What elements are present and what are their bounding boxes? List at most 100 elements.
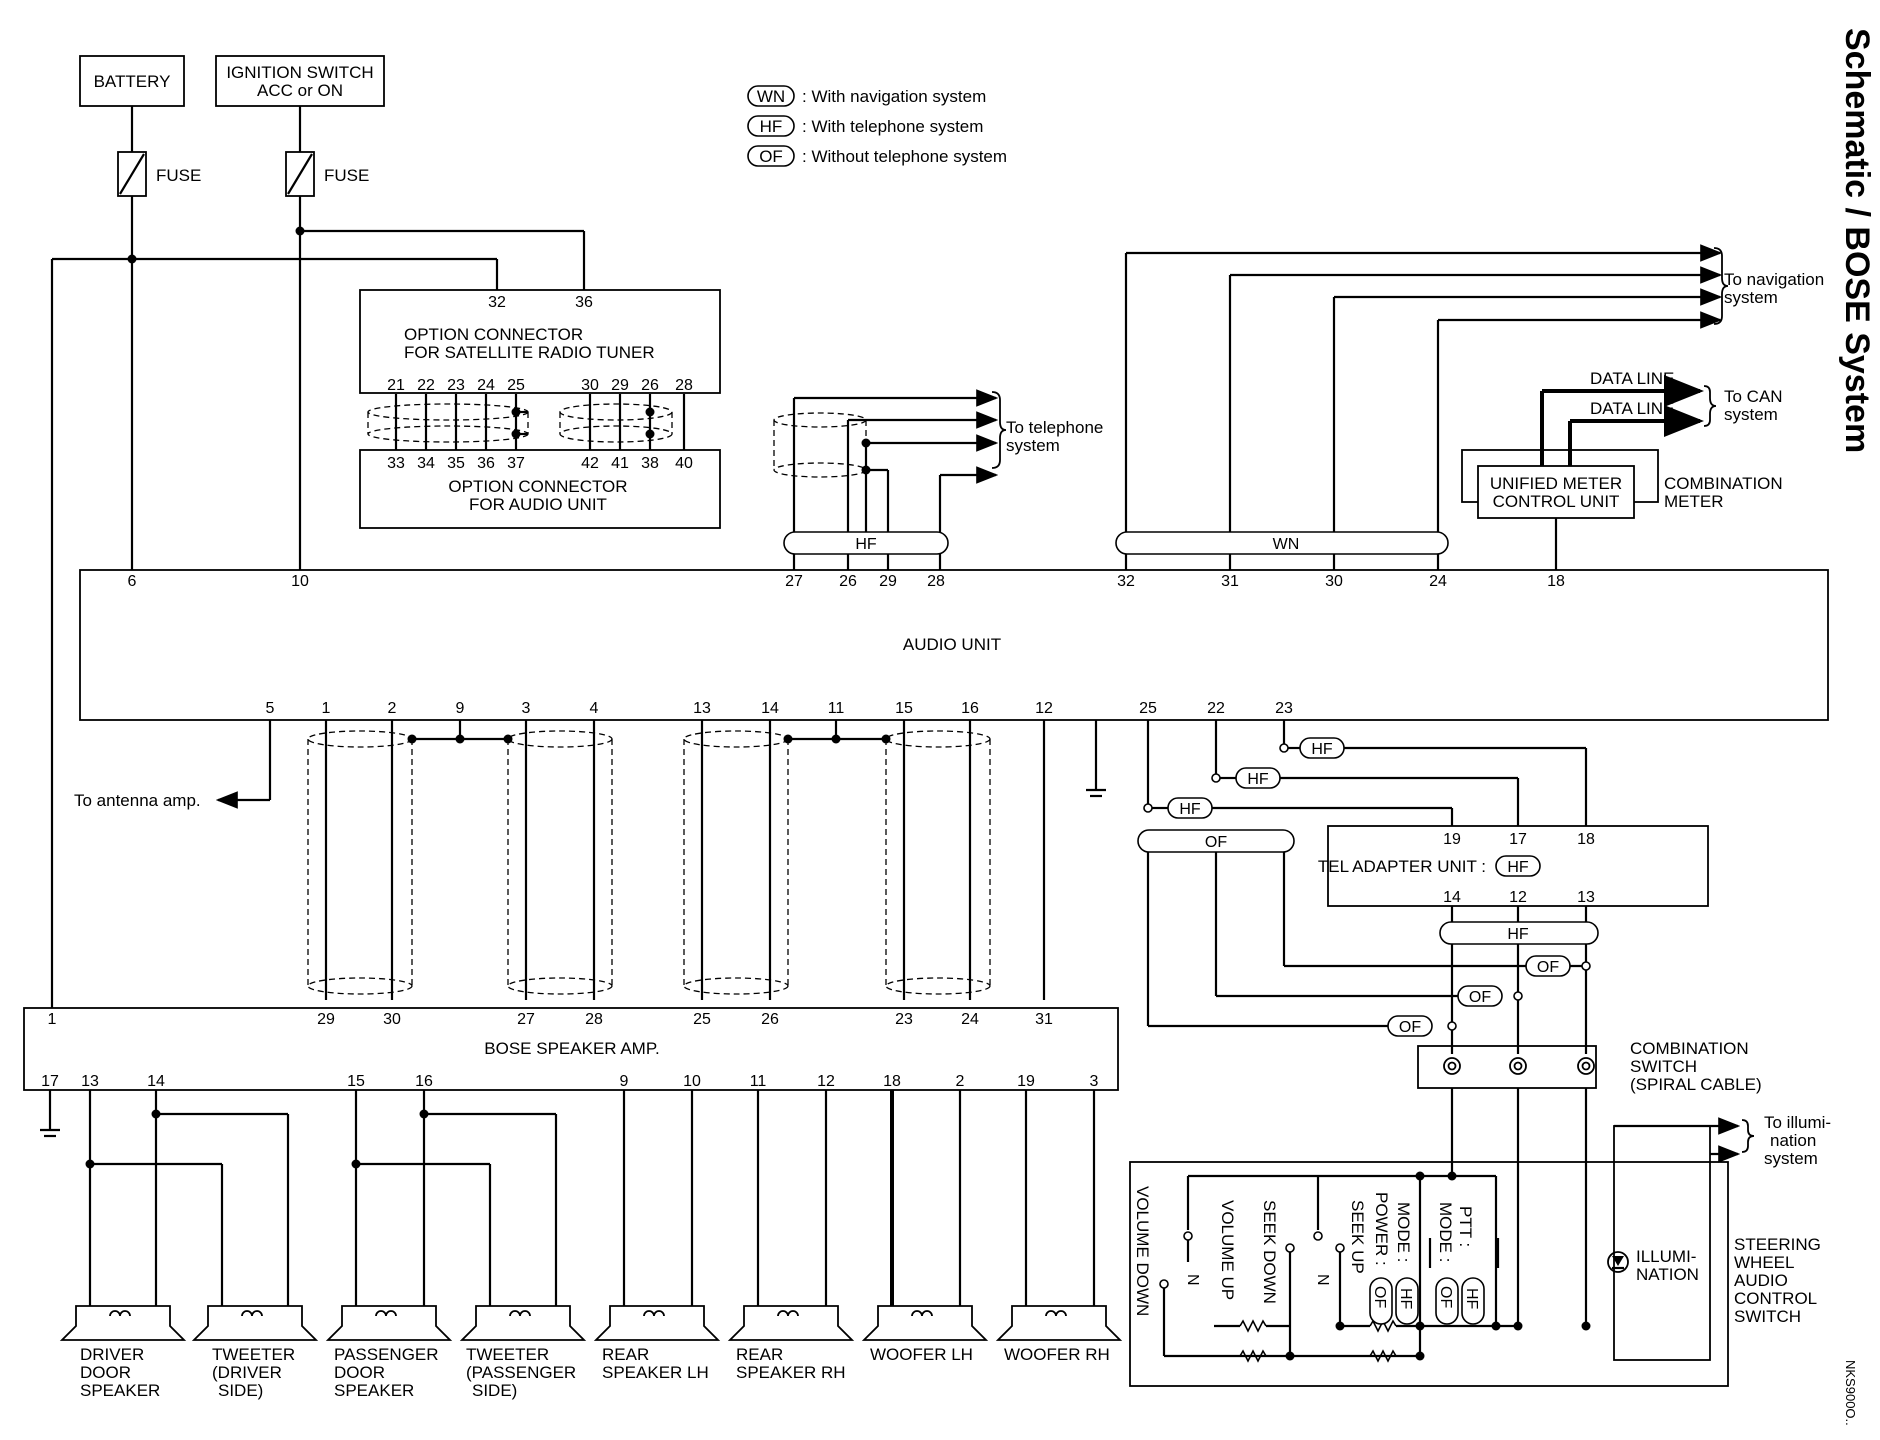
svg-text:OF: OF: [759, 147, 783, 166]
svg-text:14: 14: [761, 700, 779, 717]
svg-text:28: 28: [585, 1011, 603, 1028]
svg-text:system: system: [1724, 288, 1778, 307]
audio-unit: AUDIO UNIT 6 10 27 26 29 28 32 31 30 24 …: [79, 569, 1829, 721]
svg-text:WHEEL: WHEEL: [1734, 1253, 1794, 1272]
svg-text:18: 18: [1547, 573, 1565, 590]
svg-text:system: system: [1006, 436, 1060, 455]
svg-text:25: 25: [507, 377, 525, 394]
svg-text:35: 35: [447, 455, 465, 472]
svg-text:N: N: [1314, 1274, 1331, 1286]
antenna-output: To antenna amp.: [74, 720, 272, 810]
svg-text:28: 28: [675, 377, 693, 394]
svg-text:28: 28: [927, 573, 945, 590]
speaker-tweeter-passenger: TWEETER (PASSENGER SIDE): [459, 1305, 587, 1400]
svg-text:To CAN: To CAN: [1724, 387, 1783, 406]
svg-text:6: 6: [128, 573, 137, 590]
svg-text:BATTERY: BATTERY: [94, 72, 171, 91]
svg-text:CONTROL: CONTROL: [1734, 1289, 1817, 1308]
svg-text:24: 24: [961, 1011, 979, 1028]
svg-text:HF: HF: [855, 536, 877, 553]
svg-text:WOOFER LH: WOOFER LH: [870, 1345, 973, 1364]
svg-text:22: 22: [417, 377, 435, 394]
svg-text:TWEETER: TWEETER: [212, 1345, 295, 1364]
svg-text:31: 31: [1221, 573, 1239, 590]
svg-text:HF: HF: [1179, 801, 1201, 818]
svg-text:26: 26: [839, 573, 857, 590]
svg-text:To navigation: To navigation: [1724, 270, 1824, 289]
speaker-rear-lh: REAR SPEAKER LH: [593, 1305, 721, 1382]
svg-text:SPEAKER: SPEAKER: [80, 1381, 160, 1400]
svg-text:19: 19: [1443, 831, 1461, 848]
svg-text:WN: WN: [757, 87, 785, 106]
legend: WN : With navigation system HF : With te…: [747, 85, 1007, 167]
diagram-title: Schematic / BOSE System: [1838, 28, 1876, 453]
svg-text:3: 3: [1090, 1073, 1099, 1090]
svg-text:17: 17: [41, 1073, 59, 1090]
telephone-wires: To telephone system HF: [773, 389, 1103, 570]
svg-text:PTT :: PTT :: [1456, 1206, 1475, 1247]
svg-text:To telephone: To telephone: [1006, 418, 1103, 437]
svg-text:system: system: [1764, 1149, 1818, 1168]
svg-text:1: 1: [322, 700, 331, 717]
svg-text:42: 42: [581, 455, 599, 472]
svg-text:WOOFER RH: WOOFER RH: [1004, 1345, 1110, 1364]
svg-text:NATION: NATION: [1636, 1265, 1699, 1284]
svg-text:HF: HF: [760, 117, 783, 136]
svg-text:24: 24: [1429, 573, 1447, 590]
speaker-passenger-door: PASSENGER DOOR SPEAKER: [325, 1305, 453, 1400]
speaker-signal-wires: [307, 720, 1046, 1000]
svg-text:27: 27: [517, 1011, 535, 1028]
svg-text:HF: HF: [1507, 926, 1529, 943]
svg-text:(SPIRAL CABLE): (SPIRAL CABLE): [1630, 1075, 1762, 1094]
svg-text:SWITCH: SWITCH: [1630, 1057, 1697, 1076]
amp-ground: [40, 1090, 60, 1138]
svg-text:11: 11: [828, 700, 845, 717]
svg-text:2: 2: [956, 1073, 965, 1090]
svg-text:27: 27: [785, 573, 803, 590]
option-connector-wires: [367, 394, 686, 450]
svg-text:2: 2: [388, 700, 397, 717]
svg-text:SPEAKER LH: SPEAKER LH: [602, 1363, 709, 1382]
speaker-woofer-rh: WOOFER RH: [995, 1305, 1123, 1364]
svg-text:13: 13: [81, 1073, 99, 1090]
svg-text:FUSE: FUSE: [156, 166, 201, 185]
svg-text:SPEAKER: SPEAKER: [334, 1381, 414, 1400]
svg-text:HF: HF: [1311, 741, 1333, 758]
svg-text:23: 23: [895, 1011, 913, 1028]
svg-text:AUDIO: AUDIO: [1734, 1271, 1788, 1290]
svg-text:DRIVER: DRIVER: [80, 1345, 144, 1364]
svg-text:DATA LINE: DATA LINE: [1590, 369, 1674, 388]
svg-text:MODE :: MODE :: [1394, 1202, 1413, 1262]
svg-text:26: 26: [641, 377, 659, 394]
svg-text:DOOR: DOOR: [80, 1363, 131, 1382]
svg-text:12: 12: [1509, 889, 1527, 906]
svg-text:30: 30: [1325, 573, 1343, 590]
svg-text:32: 32: [488, 294, 506, 311]
tel-adapter-wiring: HF HF HF OF: [1137, 720, 1588, 1028]
svg-text:nation: nation: [1770, 1131, 1816, 1150]
svg-text:TWEETER: TWEETER: [466, 1345, 549, 1364]
svg-text:REAR: REAR: [736, 1345, 783, 1364]
svg-text:30: 30: [383, 1011, 401, 1028]
svg-text:5: 5: [266, 700, 275, 717]
svg-text:4: 4: [590, 700, 599, 717]
fuse-ignition: FUSE: [285, 106, 369, 197]
tel-adapter-unit: 19 17 18 TEL ADAPTER UNIT : HF 14 12 13: [1318, 825, 1709, 907]
svg-text:HF: HF: [1507, 859, 1529, 876]
svg-text:15: 15: [895, 700, 913, 717]
svg-text:18: 18: [1577, 831, 1595, 848]
svg-text:: With navigation system: : With navigation system: [802, 87, 986, 106]
combination-meter: UNIFIED METER CONTROL UNIT COMBINATION M…: [1461, 369, 1783, 570]
svg-text:SPEAKER RH: SPEAKER RH: [736, 1363, 846, 1382]
svg-text:VOLUME DOWN: VOLUME DOWN: [1133, 1186, 1152, 1316]
svg-text:12: 12: [1035, 700, 1053, 717]
svg-text:COMBINATION: COMBINATION: [1630, 1039, 1749, 1058]
svg-text:30: 30: [581, 377, 599, 394]
svg-text:FOR SATELLITE RADIO TUNER: FOR SATELLITE RADIO TUNER: [404, 343, 655, 362]
svg-text:METER: METER: [1664, 492, 1724, 511]
svg-text:25: 25: [693, 1011, 711, 1028]
svg-text:WN: WN: [1273, 536, 1300, 553]
svg-text:18: 18: [883, 1073, 901, 1090]
svg-text:25: 25: [1139, 700, 1157, 717]
svg-text:41: 41: [611, 455, 629, 472]
